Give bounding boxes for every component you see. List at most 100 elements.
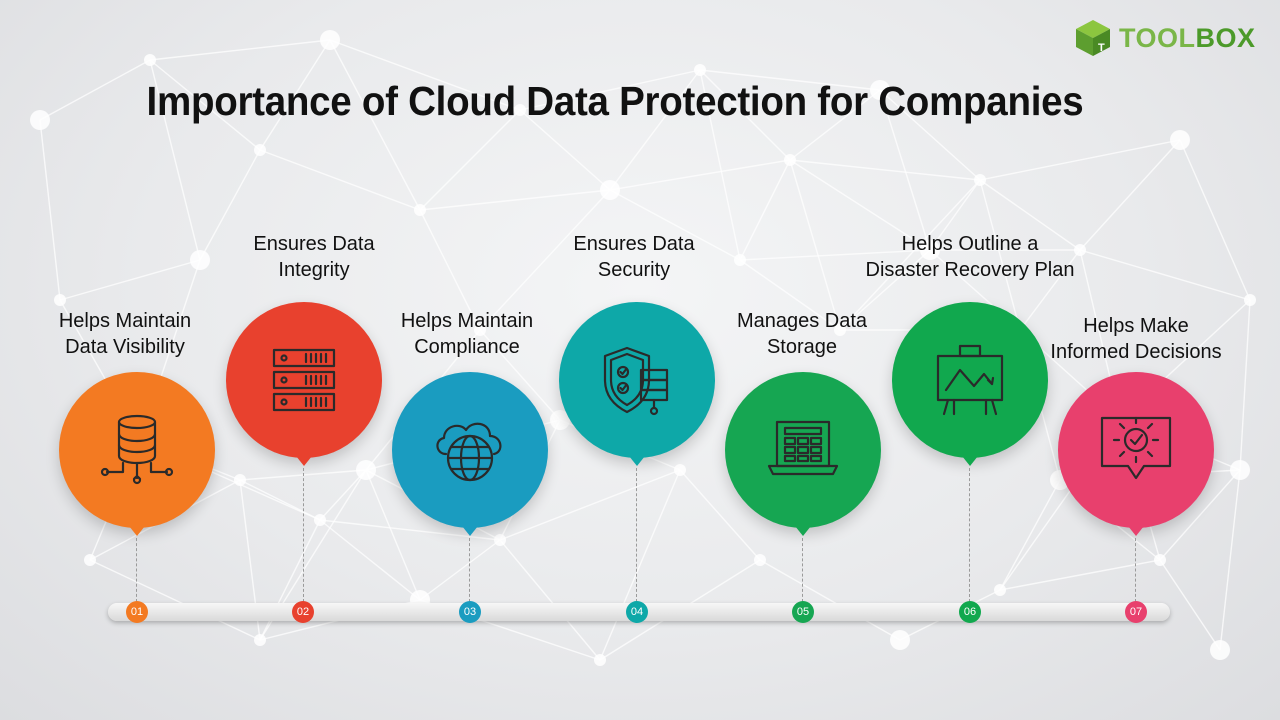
step-5-label-line2: Storage <box>766 336 838 358</box>
toolbox-logo: T TOOLBOX <box>1074 18 1256 58</box>
network-node <box>734 254 746 266</box>
network-link <box>839 179 981 331</box>
network-link <box>519 109 611 191</box>
step-1-label: Helps Maintain Data Visibility <box>15 308 235 360</box>
step-1-connector <box>136 538 137 602</box>
network-link <box>259 149 421 211</box>
network-node <box>674 464 686 476</box>
network-link <box>199 149 261 261</box>
step-3-circle <box>392 372 548 528</box>
network-link <box>259 519 321 641</box>
network-link <box>789 159 931 251</box>
network-link <box>39 59 151 121</box>
network-link <box>789 89 881 161</box>
network-link <box>329 39 521 111</box>
step-7-pointer <box>1128 526 1144 536</box>
network-link <box>59 259 201 301</box>
network-link <box>39 119 61 301</box>
network-node <box>784 154 796 166</box>
network-link <box>789 159 841 331</box>
network-link <box>1159 559 1221 651</box>
network-node <box>600 180 620 200</box>
step-7-label-line1: Helps Make <box>1083 315 1189 337</box>
network-node <box>1154 554 1166 566</box>
step-5-label-line1: Manages Data <box>736 310 868 332</box>
network-node <box>834 324 846 336</box>
network-link <box>679 469 761 561</box>
network-link <box>519 69 701 111</box>
network-node <box>1210 640 1230 660</box>
network-link <box>89 559 261 641</box>
network-link <box>609 159 791 191</box>
network-node <box>144 54 156 66</box>
step-4-label-line2: Security <box>597 259 671 281</box>
network-link <box>259 39 331 151</box>
step-6-pointer <box>962 456 978 466</box>
step-3-label-line1: Helps Maintain <box>400 310 534 332</box>
step-1-number-badge: 01 <box>126 601 148 623</box>
network-node <box>890 630 910 650</box>
logo-wordmark: TOOLBOX <box>1119 23 1256 54</box>
network-link <box>999 559 1161 591</box>
network-link <box>1239 299 1251 471</box>
network-link <box>739 159 791 261</box>
network-link <box>149 59 261 151</box>
step-2-number-badge: 02 <box>292 601 314 623</box>
step-3-pointer <box>462 526 478 536</box>
network-node <box>594 654 606 666</box>
network-link <box>319 469 367 521</box>
network-node <box>1244 294 1256 306</box>
step-2-label: Ensures Data Integrity <box>204 231 424 283</box>
network-link <box>1019 249 1081 331</box>
network-node <box>870 80 890 100</box>
step-4-label: Ensures Data Security <box>524 231 744 283</box>
network-node <box>314 514 326 526</box>
network-link <box>1159 469 1241 561</box>
step-7-label-line2: Informed Decisions <box>1050 341 1222 363</box>
network-node <box>1170 130 1190 150</box>
network-link <box>789 159 981 181</box>
network-link <box>739 249 931 261</box>
network-link <box>479 329 561 421</box>
network-link <box>979 139 1181 181</box>
step-6-number-badge: 06 <box>959 601 981 623</box>
network-link <box>999 479 1061 591</box>
step-6-label-line1: Helps Outline a <box>901 233 1039 255</box>
step-3-number-badge: 03 <box>459 601 481 623</box>
network-node <box>494 534 506 546</box>
network-node <box>694 64 706 76</box>
step-6-circle <box>892 302 1048 458</box>
network-node <box>474 324 486 336</box>
step-3-connector <box>469 538 470 602</box>
network-link <box>929 179 981 251</box>
page-title: Importance of Cloud Data Protection for … <box>146 78 1084 124</box>
network-link <box>319 519 421 601</box>
network-link <box>149 39 331 61</box>
network-link <box>739 259 841 331</box>
database-icon <box>100 414 174 485</box>
network-link <box>419 109 521 211</box>
network-link <box>699 69 741 261</box>
network-link <box>419 209 481 331</box>
network-link <box>365 469 421 601</box>
network-node <box>920 240 940 260</box>
logo-wordmark-part1: TOOL <box>1119 22 1196 53</box>
network-node <box>356 460 376 480</box>
network-node <box>84 554 96 566</box>
step-2-label-line1: Ensures Data <box>253 233 375 255</box>
network-node <box>30 110 50 130</box>
network-link <box>979 179 1021 331</box>
server-rack-icon <box>272 348 336 412</box>
step-5-connector <box>802 538 803 602</box>
network-node <box>994 584 1006 596</box>
network-link <box>699 69 881 91</box>
step-7-label: Helps Make Informed Decisions <box>1026 313 1246 365</box>
step-1-label-line2: Data Visibility <box>65 336 185 358</box>
laptop-storage-icon <box>767 420 839 476</box>
network-link <box>419 189 611 211</box>
shield-check-icon <box>603 346 669 416</box>
cube-logo-icon: T <box>1076 20 1110 56</box>
step-2-circle <box>226 302 382 458</box>
step-5-pointer <box>795 526 811 536</box>
network-node <box>754 554 766 566</box>
